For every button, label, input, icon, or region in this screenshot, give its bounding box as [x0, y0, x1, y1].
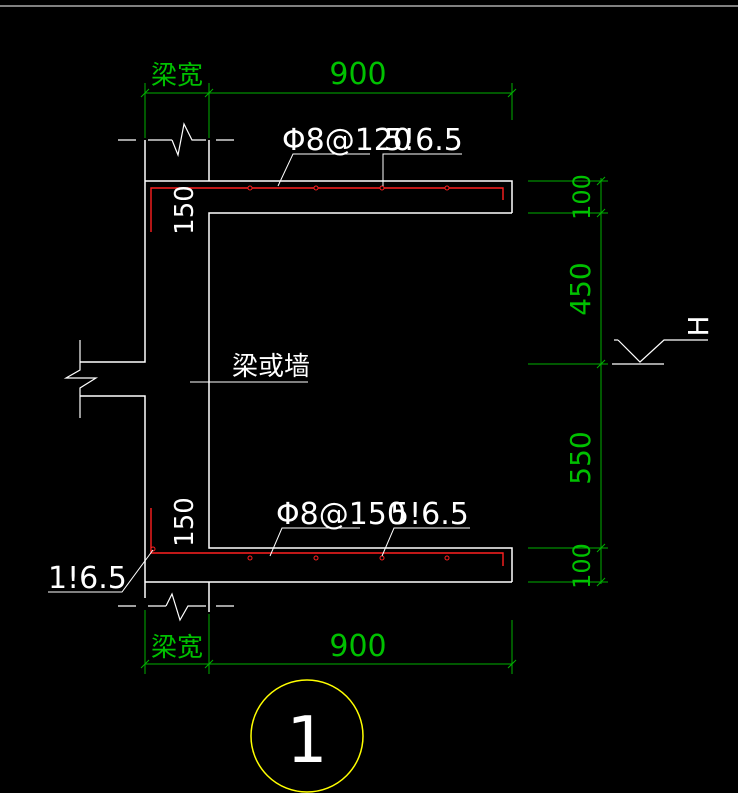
break-line-left: [63, 340, 99, 418]
detail-number: 1: [287, 704, 328, 778]
rebar-top-dots: [247, 185, 450, 191]
dim-top-width-label: 梁宽: [151, 61, 203, 91]
dimension-top: [140, 83, 517, 138]
section-outline: [80, 140, 513, 612]
dimension-bottom: [140, 610, 517, 674]
label-bottom-wall-thickness: 150: [170, 497, 200, 547]
label-bottom-rebar: Φ8@150: [276, 497, 406, 532]
outline-inner-face: [208, 212, 513, 582]
leader-left: [48, 549, 154, 593]
label-bottom-elevation: 5!6.5: [390, 497, 469, 532]
label-top-elevation: 5!6.5: [384, 123, 463, 158]
rebar-bottom: [150, 508, 504, 566]
label-beam-or-wall: 梁或墙: [232, 352, 310, 382]
dim-right-top-thickness: 100: [568, 174, 596, 220]
leader-bottom: [269, 527, 470, 557]
rebar-top: [150, 187, 504, 232]
detail-circle: [250, 679, 364, 793]
label-top-rebar: Φ8@120: [282, 123, 412, 158]
dimension-right: [528, 176, 608, 587]
level-mark-icon: [612, 339, 708, 365]
dim-right-upper-gap: 450: [564, 262, 597, 315]
dim-right-bottom-thickness: 100: [568, 543, 596, 589]
outline-top-slab-top: [145, 180, 513, 213]
dim-bottom-width-label: 梁宽: [151, 633, 203, 663]
label-left-elevation: 1!6.5: [48, 561, 127, 596]
dim-right-lower-gap: 550: [564, 431, 597, 484]
rebar-bottom-dots: [150, 546, 450, 561]
label-level-mark: H: [682, 315, 715, 336]
outline-left-upper: [80, 140, 146, 363]
dim-top-length: 900: [329, 57, 386, 92]
outline-left-lower: [80, 395, 146, 598]
leader-top: [277, 153, 462, 187]
break-line-top: [118, 122, 234, 158]
dim-bottom-length: 900: [329, 629, 386, 664]
break-line-bottom: [118, 592, 234, 622]
label-top-wall-thickness: 150: [170, 185, 200, 235]
